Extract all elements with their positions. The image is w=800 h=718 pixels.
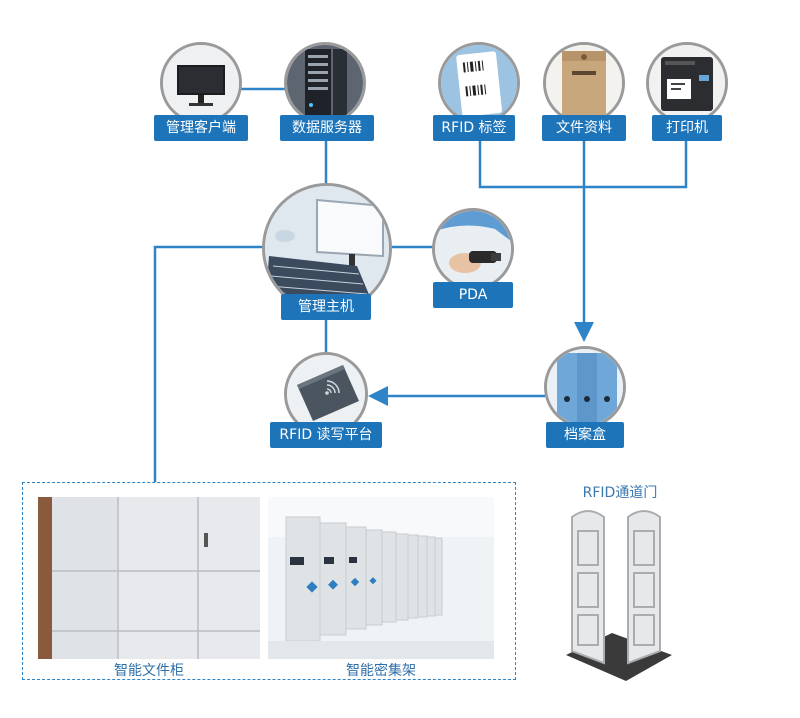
monitor-icon [160, 42, 242, 124]
smart-shelf-image [268, 497, 494, 659]
label-archive-box: 档案盒 [546, 422, 624, 448]
gate-title: RFID通道门 [582, 485, 658, 501]
label-pda: PDA [433, 282, 513, 308]
storage-group-box [22, 482, 516, 680]
server-rack-icon [284, 42, 366, 124]
printer-icon [646, 42, 728, 124]
link-host-storage [153, 245, 265, 482]
archive-box-icon [544, 346, 626, 428]
caption-smart-shelf: 智能密集架 [346, 663, 416, 679]
rfid-tag-icon [438, 42, 520, 124]
label-management-host: 管理主机 [281, 294, 371, 320]
caption-smart-cabinet: 智能文件柜 [114, 663, 184, 679]
label-data-server: 数据服务器 [280, 115, 374, 141]
label-file-documents: 文件资料 [542, 115, 626, 141]
label-rfid-tag: RFID 标签 [433, 115, 515, 141]
handheld-scanner-icon [432, 208, 514, 290]
label-printer: 打印机 [652, 115, 722, 141]
label-management-client: 管理客户端 [154, 115, 248, 141]
smart-cabinet-image [38, 497, 260, 659]
rfid-gate-image [558, 505, 678, 683]
label-rfid-platform: RFID 读写平台 [270, 422, 382, 448]
envelope-folder-icon [543, 42, 625, 124]
